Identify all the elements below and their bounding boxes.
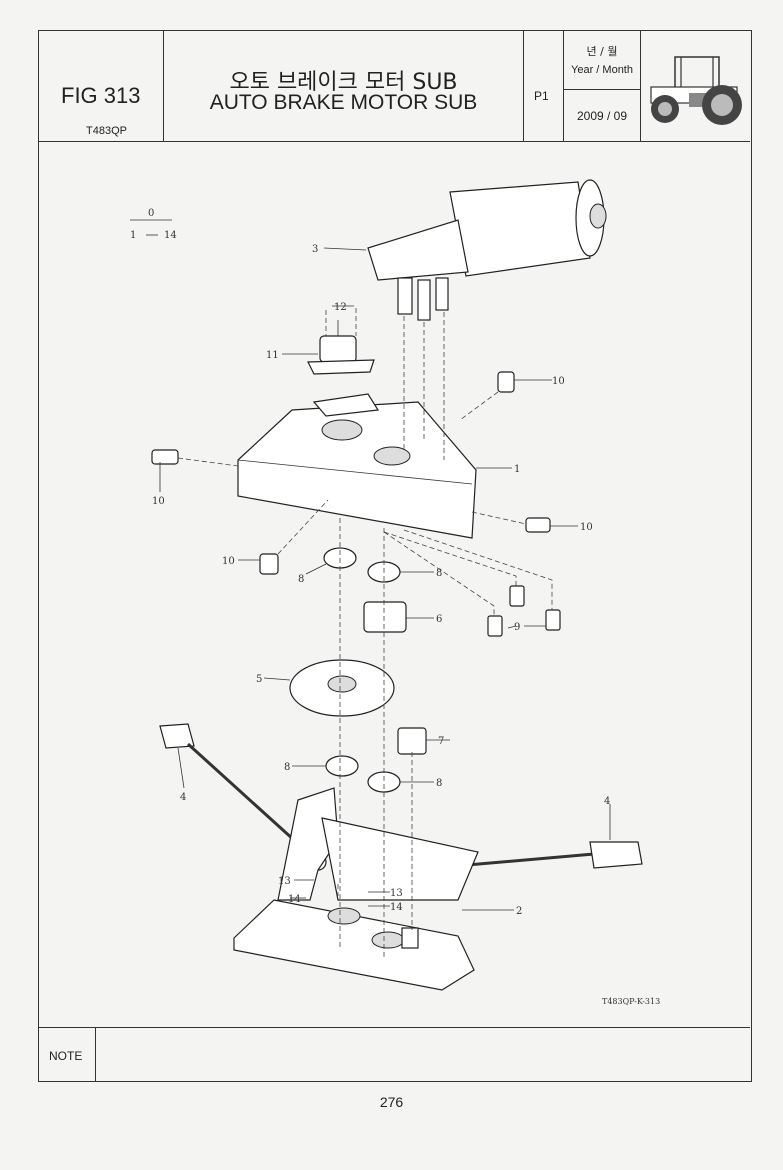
note-row: NOTE <box>39 1027 750 1081</box>
note-label: NOTE <box>49 1049 83 1063</box>
callout-6: 6 <box>436 614 442 625</box>
callout-11: 11 <box>266 350 279 361</box>
model-code: T483QP <box>86 125 127 137</box>
tractor-icon <box>650 56 742 125</box>
callout-2: 2 <box>516 906 522 917</box>
tractor-cell <box>641 31 752 141</box>
callout-14: 14 <box>390 902 403 913</box>
callout-13: 13 <box>278 876 291 887</box>
page-code: P1 <box>534 89 549 103</box>
main-gear-hub <box>327 675 357 693</box>
bracket-plate-part <box>237 393 477 539</box>
callout-8: 8 <box>298 574 304 585</box>
sheet-header: FIG 313 T483QP 오토 브레이크 모터 SUB AUTO BRAKE… <box>39 31 750 142</box>
bolt-part <box>509 585 525 607</box>
callout-14: 14 <box>288 894 301 905</box>
switch-part <box>307 320 375 375</box>
divider <box>564 89 640 90</box>
callout-12: 12 <box>334 302 347 313</box>
legend-top: 0 <box>148 208 154 219</box>
legend-left: 1 <box>130 230 136 241</box>
year-month-value: 2009 / 09 <box>576 109 628 123</box>
figure-number: FIG 313 <box>61 83 141 108</box>
callout-7: 7 <box>438 736 444 747</box>
year-month-cell: 년 / 월 Year / Month 2009 / 09 <box>564 31 641 141</box>
callout-8: 8 <box>436 778 442 789</box>
callout-4: 4 <box>604 796 610 807</box>
title-korean: 오토 브레이크 모터 SUB <box>229 70 458 95</box>
motor-part <box>367 179 607 321</box>
legend-right: 14 <box>164 230 177 241</box>
parts-sheet-frame: FIG 313 T483QP 오토 브레이크 모터 SUB AUTO BRAKE… <box>38 30 752 1082</box>
callout-10: 10 <box>152 496 165 507</box>
title-cell: 오토 브레이크 모터 SUB AUTO BRAKE MOTOR SUB <box>164 31 524 141</box>
callout-5: 5 <box>256 674 262 685</box>
callout-10: 10 <box>222 556 235 567</box>
small-gear-part <box>397 727 427 755</box>
callout-8: 8 <box>284 762 290 773</box>
bolt-part <box>497 371 515 393</box>
callout-8: 8 <box>436 568 442 579</box>
year-month-label-korean: 년 / 월 <box>586 45 618 58</box>
drawing-code: T483QP-K-313 <box>602 997 660 1006</box>
pinion-gear-part <box>363 601 407 633</box>
callout-13: 13 <box>390 888 403 899</box>
callout-9: 9 <box>514 622 520 633</box>
callout-10: 10 <box>580 522 593 533</box>
bearing-part <box>325 755 359 777</box>
exploded-parts-diagram: 0 1 14 <box>130 179 660 1006</box>
bolt-part <box>545 609 561 631</box>
page-number: 276 <box>379 1094 404 1110</box>
bolt-part <box>487 615 503 637</box>
callout-1: 1 <box>514 464 520 475</box>
base-plate-part <box>233 787 479 991</box>
bolt-part <box>525 517 551 533</box>
callout-4: 4 <box>180 792 186 803</box>
title-english: AUTO BRAKE MOTOR SUB <box>209 91 478 114</box>
callout-3: 3 <box>312 244 318 255</box>
year-month-label: Year / Month <box>571 64 633 76</box>
note-label-cell: NOTE <box>39 1028 96 1081</box>
callout-10: 10 <box>552 376 565 387</box>
page-code-cell: P1 <box>524 31 564 141</box>
bolt-part <box>259 553 279 575</box>
figure-cell: FIG 313 T483QP <box>39 31 164 141</box>
bolt-part <box>151 449 179 465</box>
